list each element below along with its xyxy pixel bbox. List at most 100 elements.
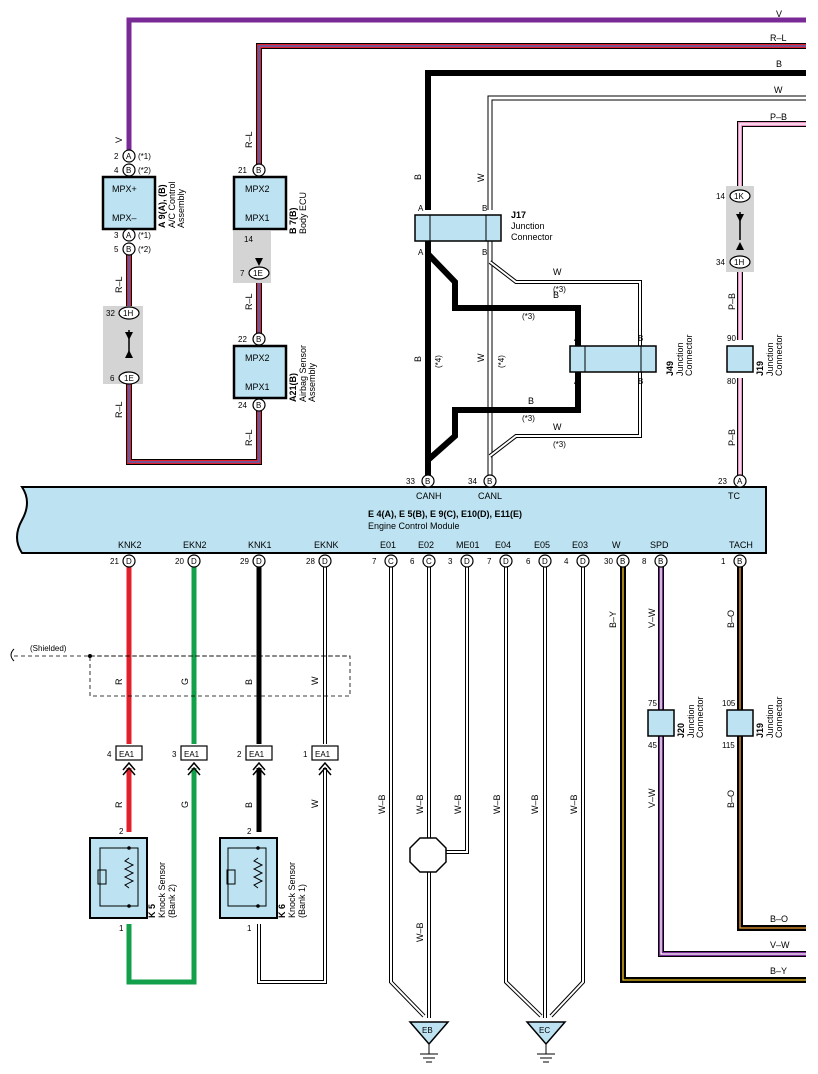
wire-rl-top [257,44,806,164]
ground-ec-triangle [525,1021,567,1046]
ground-ec-label: EC [539,1026,550,1035]
wire-w-k6 [258,768,326,983]
j49-b-bot-pin: B [638,377,643,386]
ecm-bottom-pin-connector [460,554,474,568]
j20-name1: Junction [686,704,696,738]
ecm-bottom-pin-conn: C [426,557,432,566]
j17-id: J17 [511,210,526,220]
ecm-bottom-pin-conn: B [620,557,625,566]
ecm-bottom-pin-num: 30 [604,557,613,566]
b7-conn-top: B [256,166,261,175]
lbl-g2: G [180,801,190,808]
wire-g-k5 [126,768,197,985]
j17-wire-w: W [476,173,486,182]
ecm-bottom-pin-label: E04 [495,540,511,550]
wire-rl-top-outline [256,43,806,164]
ecm-bottom-pin-connector [187,554,201,568]
j49-note-top-w: (*3) [553,285,566,294]
a9-ac-control: V 2 A (*1) 4 B (*2) MPX+ MPX– A 9(A), (B… [101,137,186,293]
wire-by-stripe [622,567,806,981]
j49-b-bot: B [528,396,534,406]
b7-id: B 7(B) [288,207,298,234]
ecm-bottom-pin-conn: B [737,557,742,566]
a9-note-top1: (*1) [138,152,151,161]
k5-pin-bot: 1 [119,924,124,933]
j19-name2: Connector [774,334,784,376]
ecm-bottom-pin-label: SPD [650,540,669,550]
a21-mpx2: MPX2 [245,353,270,363]
ecm-box [16,486,767,554]
ecm-bottom-pin-conn: D [126,557,132,566]
j49-box [569,345,657,373]
ecm-bottom-pin-label: KNK1 [248,540,272,550]
wire-bo-bot-stripe [739,736,806,929]
j17-junction-connector: B W A B A B J17 Junction Connector [413,173,553,257]
jc-conn-bot: 1E [124,374,134,383]
j19-pin-80: 80 [727,377,736,386]
j19-bottom-junction-connector: 105 115 J19 Junction Connector [722,696,784,750]
ecm-bottom-pin-label: E01 [380,540,396,550]
lbl-wb-me01: W–B [453,794,463,814]
b7-body-ecu: R–L 21 B MPX2 MPX1 B 7(B) Body ECU 14 7 … [232,131,308,283]
lbl-r2: R [114,801,124,808]
ecm-bottom-pin-label: ME01 [456,540,480,550]
j49-a-bot: A [574,377,580,386]
ecm-bottom-pin-num: 7 [372,557,377,566]
a21-name2: Assembly [307,362,317,402]
j19-box [726,345,754,373]
j19b-box [726,709,754,737]
a9-name1: A/C Control [167,181,177,228]
k5-knock-sensor: 2 1 K 5 Knock Sensor (Bank 2) [89,827,177,933]
ecm-bottom-pin-label: EKN2 [183,540,207,550]
j49-main-w: W [476,353,486,362]
k6-name: Knock Sensor [287,862,297,918]
a21-airbag-sensor: R–L 22 B MPX2 MPX1 A21(B) Airbag Sensor … [232,293,317,446]
a9-wire-top-label: V [114,137,124,143]
j49-w-top: W [553,267,562,277]
j17-box [414,214,502,242]
lbl-r1: R [114,678,124,685]
ecm-bottom-pin-connector [654,554,668,568]
ecm-bottom-pin-num: 7 [487,557,492,566]
lbl-by-right: B–Y [770,966,787,976]
b7-conn-ie: 1E [253,269,263,278]
j19-pin-1h: 34 [716,258,725,267]
ecm-bottom-pin-num: 28 [306,557,315,566]
ecm-bottom-pin-num: 1 [721,557,726,566]
shielded-label: (Shielded) [30,644,67,653]
wire-layer [126,17,806,1018]
jc-wire-below: R–L [114,401,124,418]
ecm-bottom-pin-connector [733,554,747,568]
k6-pin-top: 2 [247,827,252,836]
a21-wire-top-label: R–L [244,293,254,310]
lbl-wb-eb: W–B [415,922,425,942]
wire-rl-left-loop-stripe [128,384,260,463]
a21-pin-top: 22 [238,335,247,344]
ea1-connector-box [311,745,339,761]
ecm-top-pin-connector [421,474,435,488]
ecm-bottom-pin-conn: D [542,557,548,566]
wire-w-top-outline [487,95,806,210]
k5-piezo-icon [97,869,107,885]
a21-pin-bot: 24 [238,401,247,410]
wire-label-rl: R–L [770,33,787,43]
lbl-w1: W [310,676,320,685]
chevron-up-icon [187,766,201,776]
ecm-bottom-pin-connector [538,554,552,568]
wire-b-top [425,70,806,210]
b7-mpx2: MPX2 [245,184,270,194]
b7-wire-label: R–L [244,131,254,148]
wire-wb-e04 [505,567,542,1017]
ecm-bottom-pin-connector [384,554,398,568]
j20-pin-top: 75 [648,699,657,708]
ecm-bottom-pin-num: 4 [564,557,569,566]
ecm-bottom-pin-label: E05 [534,540,550,550]
j49-note-bot-w: (*3) [553,440,566,449]
ecm-top-pin-num: 23 [718,477,727,486]
ea1-pin-num: 1 [303,750,308,759]
wire-pb-top-stripe [739,123,806,190]
a9-note-bot1: (*1) [138,231,151,240]
j19-wire-upper: P–B [727,293,737,310]
jc-pin-top: 32 [106,309,115,318]
